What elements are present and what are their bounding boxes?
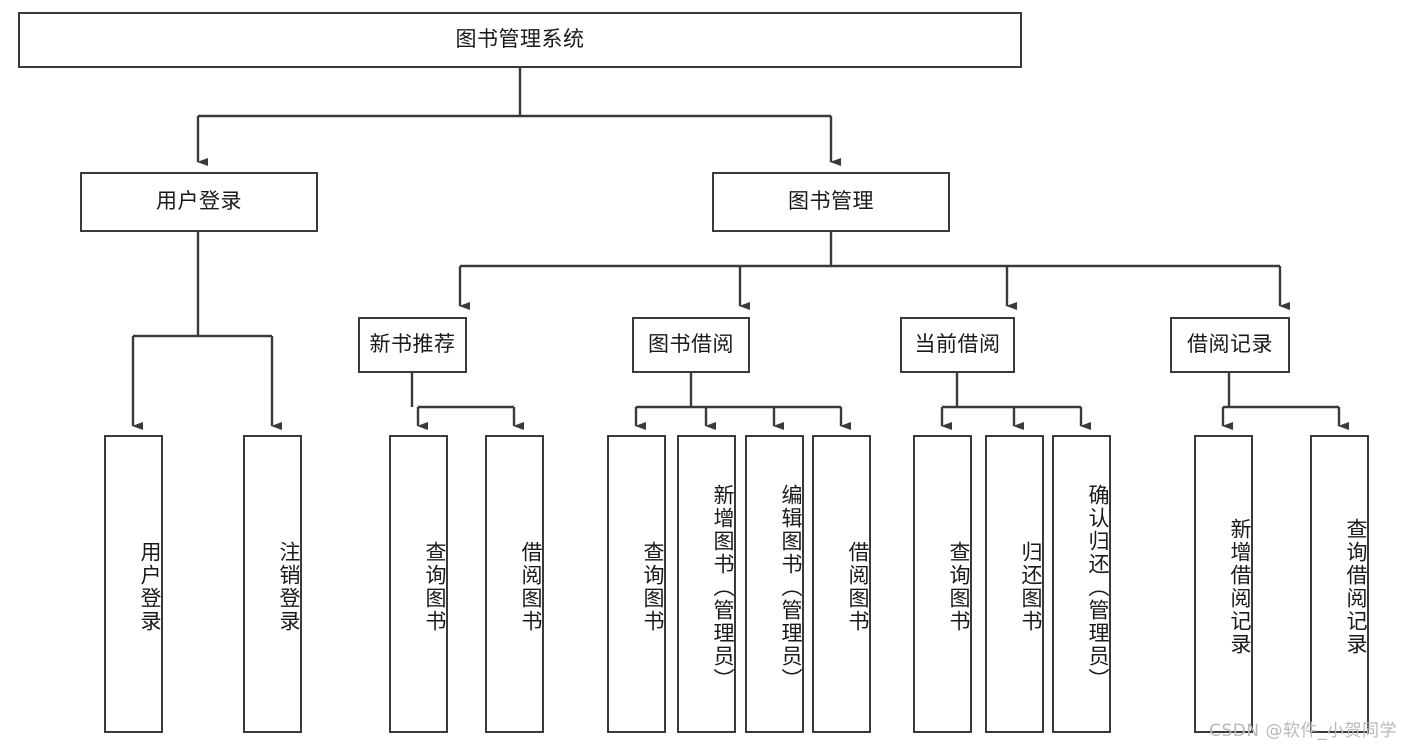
node-label: 查询图书: [641, 541, 665, 633]
node-label: 编辑图书（管理员）: [779, 483, 803, 691]
node-label: 查询图书: [947, 541, 971, 633]
node-label: 归还图书: [1019, 541, 1043, 633]
node-leaf-logout[interactable]: 注销登录: [243, 435, 302, 733]
node-label: 用户登录: [138, 541, 162, 633]
node-leaf-query-borrow-record[interactable]: 查询借阅记录: [1310, 435, 1369, 733]
node-label: 新增借阅记录: [1228, 518, 1252, 656]
node-current-borrowing[interactable]: 当前借阅: [900, 317, 1015, 373]
node-leaf-query-book-recommend[interactable]: 查询图书: [389, 435, 448, 733]
node-label: 注销登录: [277, 541, 301, 633]
node-label: 图书借阅: [648, 332, 734, 357]
node-book-management[interactable]: 图书管理: [712, 172, 950, 232]
node-label: 借阅图书: [846, 541, 870, 633]
node-leaf-borrow-book-recommend[interactable]: 借阅图书: [485, 435, 544, 733]
node-label: 图书管理: [788, 189, 874, 214]
node-leaf-edit-book-admin[interactable]: 编辑图书（管理员）: [745, 435, 804, 733]
node-book-borrowing[interactable]: 图书借阅: [632, 317, 750, 373]
watermark-text: CSDN @软件_小贺同学: [1209, 721, 1397, 741]
node-label: 借阅记录: [1187, 332, 1273, 357]
node-label: 图书管理系统: [455, 27, 585, 52]
node-label: 新增图书（管理员）: [711, 483, 735, 691]
node-new-book-recommendation[interactable]: 新书推荐: [358, 317, 467, 373]
node-label: 查询借阅记录: [1344, 518, 1368, 656]
node-leaf-user-login[interactable]: 用户登录: [104, 435, 163, 733]
node-leaf-add-book-admin[interactable]: 新增图书（管理员）: [677, 435, 736, 733]
node-label: 确认归还（管理员）: [1086, 483, 1110, 691]
node-leaf-add-borrow-record[interactable]: 新增借阅记录: [1194, 435, 1253, 733]
node-label: 用户登录: [156, 189, 242, 214]
node-user-login[interactable]: 用户登录: [80, 172, 318, 232]
node-label: 查询图书: [423, 541, 447, 633]
node-label: 新书推荐: [369, 332, 456, 357]
node-label: 借阅图书: [519, 541, 543, 633]
node-root-book-management-system[interactable]: 图书管理系统: [18, 12, 1022, 68]
node-leaf-query-book-current[interactable]: 查询图书: [913, 435, 972, 733]
node-leaf-query-book-borrowing[interactable]: 查询图书: [607, 435, 666, 733]
node-borrowing-records[interactable]: 借阅记录: [1170, 317, 1290, 373]
node-leaf-return-book[interactable]: 归还图书: [985, 435, 1044, 733]
node-leaf-confirm-return-admin[interactable]: 确认归还（管理员）: [1052, 435, 1111, 733]
node-label: 当前借阅: [914, 332, 1001, 357]
node-leaf-borrow-book-borrowing[interactable]: 借阅图书: [812, 435, 871, 733]
